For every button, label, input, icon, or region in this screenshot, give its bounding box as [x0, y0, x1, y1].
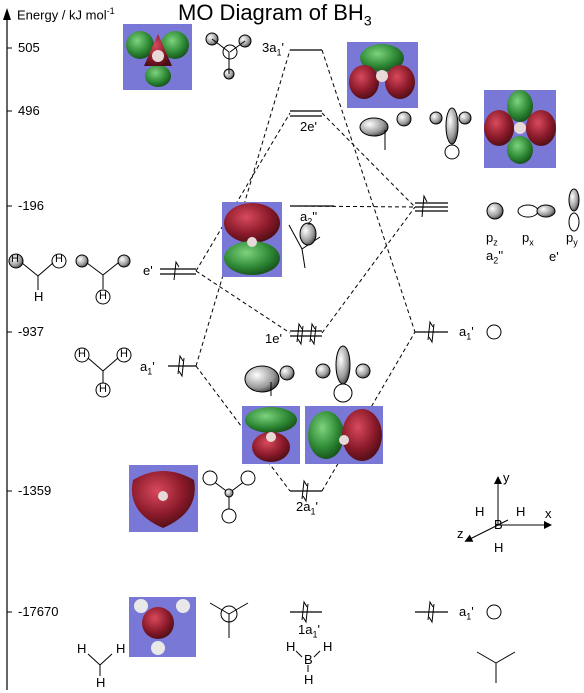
orbital-render-1e-b: [305, 406, 383, 464]
h3-molecule-sketch: [87, 653, 113, 676]
b-label-a1-bottom: a1': [459, 604, 474, 622]
tick-label: 496: [18, 103, 40, 118]
b-label-e: e': [549, 249, 559, 264]
orbital-render-2e-b: [484, 90, 556, 168]
orbital-render-a2pp: [222, 202, 282, 277]
h-atom-label: H: [475, 504, 485, 519]
h-atom-label: H: [323, 639, 333, 654]
diagram-title: MO Diagram of BH3: [178, 0, 372, 29]
mo-label-2a1: 2a1': [296, 499, 318, 517]
b-label-a2: a2'': [486, 248, 504, 266]
coordinate-axes: [464, 476, 552, 542]
tick-label: -196: [18, 198, 45, 213]
orbital-render-2e-a: [347, 42, 418, 108]
axis-title: Energy / kJ mol-1: [17, 6, 115, 23]
h-atom-label: H: [77, 641, 87, 656]
mo-label-1a1: 1a1': [298, 622, 320, 640]
schematic-orbitals: [8, 32, 580, 683]
h-atom-label: H: [11, 253, 19, 265]
electrons: [173, 194, 435, 624]
tick-label: 505: [18, 40, 40, 55]
mo-label-3a1: 3a1': [262, 40, 284, 58]
mo-levels: [290, 49, 334, 613]
h-atom-label: H: [34, 289, 44, 304]
mo-label-1e: 1e': [265, 331, 282, 346]
orbital-render-2a1: [129, 465, 198, 532]
h-atom-label: H: [99, 383, 107, 395]
h-atom-label: H: [120, 348, 128, 360]
h-atom-label: H: [78, 348, 86, 360]
h3-label-e: e': [143, 263, 153, 278]
orbital-render-1a1: [129, 597, 196, 657]
mo-label-2e: 2e': [300, 119, 317, 134]
b-atom-label: B: [494, 517, 503, 532]
h-atom-label: H: [304, 672, 314, 687]
mo-label-a2pp: a2'': [300, 209, 318, 227]
b-label-pz: pz: [486, 230, 498, 248]
energy-axis: [3, 8, 12, 690]
b-label-px: px: [522, 230, 534, 248]
b-label-py: py: [566, 230, 578, 248]
h-atom-label: H: [494, 540, 504, 555]
b-levels: [415, 202, 448, 613]
h-atom-label: H: [286, 639, 296, 654]
b-label-a1-mid: a1': [459, 324, 474, 342]
axis-z-label: z: [457, 526, 464, 541]
tick-label: -1359: [18, 483, 52, 498]
b-atom-label: B: [304, 652, 313, 667]
h-atom-label: H: [55, 253, 63, 265]
h-atom-label: H: [99, 290, 107, 302]
axis-y-label: y: [503, 470, 510, 485]
orbital-render-1e-a: [242, 406, 300, 464]
tick-label: -937: [18, 324, 45, 339]
h-atom-label: H: [516, 504, 526, 519]
h-atom-label: H: [116, 641, 126, 656]
h3-label-a1: a1': [140, 359, 155, 377]
tick-label: -17670: [18, 604, 59, 619]
h-atom-label: H: [96, 675, 106, 690]
bh3-molecule-sketch: [295, 650, 321, 672]
orbital-render-3a1: [123, 24, 192, 90]
axis-x-label: x: [545, 506, 552, 521]
h3-levels: [160, 268, 196, 367]
